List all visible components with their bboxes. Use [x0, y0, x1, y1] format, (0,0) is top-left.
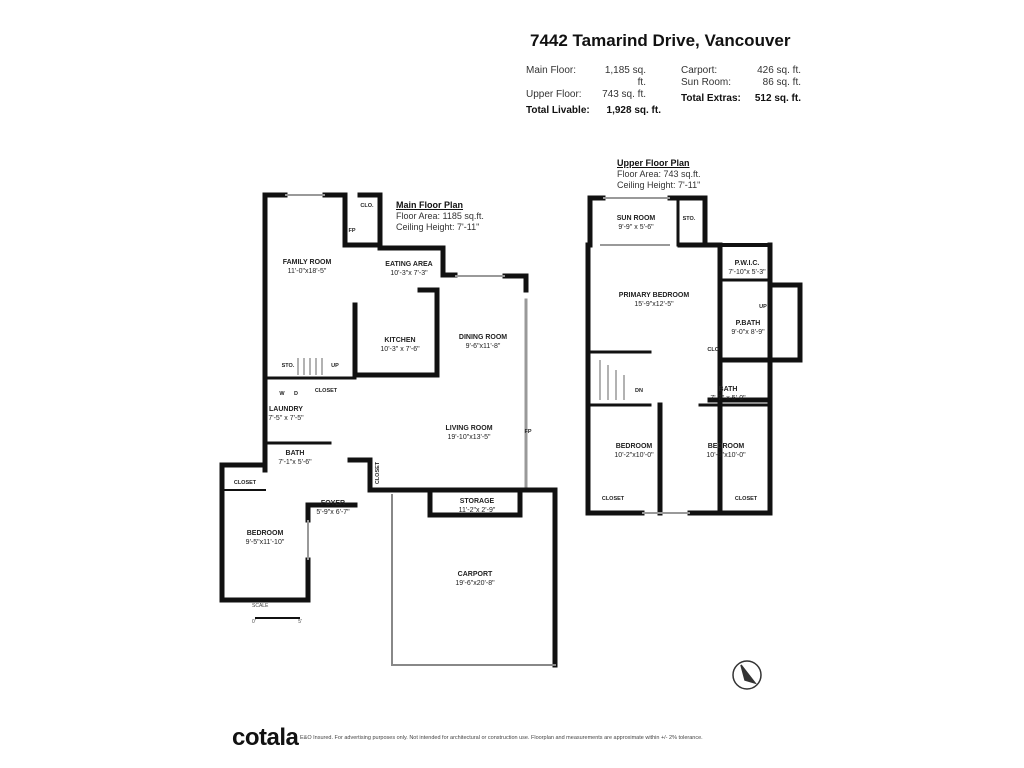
sun-room-label: Sun Room: [681, 77, 732, 88]
scale-max: 5' [298, 619, 302, 625]
main-floor-value: 1,185 sq. ft. [604, 65, 646, 88]
tag-upper-dn: DN [635, 388, 643, 394]
main-floor-heading: Main Floor Plan [396, 200, 464, 210]
total-extras-label: Total Extras: [681, 93, 741, 104]
upper-floor-heading-block: Upper Floor Plan Floor Area: 743 sq.ft. … [617, 158, 701, 191]
carport-label: Carport: [681, 65, 718, 76]
total-extras-value: 512 sq. ft. [754, 93, 801, 104]
scale-legend: SCALE 0' 5' [252, 603, 302, 625]
total-livable-value: 1,928 sq. ft. [606, 105, 661, 116]
tag-upper-up: UP [759, 304, 767, 310]
tag-upper-clo: CLO. [707, 347, 721, 353]
upper-floor-windows [600, 197, 690, 514]
main-floor-walls [219, 192, 558, 668]
tag-upper-closet-2: CLOSET [734, 496, 758, 502]
main-floor-heading-block: Main Floor Plan Floor Area: 1185 sq.ft. … [396, 200, 484, 233]
sun-room-value: 86 sq. ft. [762, 77, 801, 88]
extras-stats: Carport:426 sq. ft. Sun Room:86 sq. ft. … [681, 65, 801, 105]
scale-label: SCALE [252, 603, 269, 609]
tag-closet-foyer: CLOSET [375, 461, 382, 485]
main-floor-label: Main Floor: [526, 65, 577, 76]
tag-fireplace-living: FP [524, 429, 532, 435]
main-floor-ceiling: Ceiling Height: 7'-11" [396, 222, 480, 232]
tag-clo: CLO. [360, 203, 374, 209]
tag-dryer: D [294, 391, 298, 397]
upper-floor-ceiling: Ceiling Height: 7'-11" [617, 180, 701, 190]
stairs [297, 358, 625, 400]
upper-floor-heading: Upper Floor Plan [617, 158, 690, 168]
upper-floor-area: Floor Area: 743 sq.ft. [617, 169, 701, 179]
cotala-logo: cotala [232, 724, 299, 751]
compass-icon [732, 660, 762, 690]
room-pwic: P.W.I.C.7'-10"x 5'-3" [728, 260, 766, 276]
livable-stats: Main Floor: 1,185 sq. ft. Upper Floor: 743… [526, 65, 661, 117]
property-title: 7442 Tamarind Drive, Vancouver [530, 31, 791, 50]
tag-closet-laundry: CLOSET [314, 388, 338, 394]
tag-washer: W [279, 391, 285, 397]
upper-floor-value: 743 sq. ft. [602, 89, 646, 100]
upper-floor-walls [585, 195, 803, 516]
main-floor-area: Floor Area: 1185 sq.ft. [396, 211, 484, 221]
tag-closet-bedroom: CLOSET [233, 480, 257, 486]
tag-upper-sto: STO. [682, 216, 696, 222]
scale-min: 0' [252, 619, 256, 625]
disclaimer: E&O Insured. For advertising purposes on… [300, 735, 703, 741]
tag-upper-closet-1: CLOSET [601, 496, 625, 502]
total-livable-label: Total Livable: [526, 105, 590, 116]
tag-fireplace: FP [348, 228, 356, 234]
tag-up: UP [331, 363, 339, 369]
tag-sto: STO. [281, 363, 295, 369]
carport-value: 426 sq. ft. [757, 65, 801, 76]
main-floor-windows [285, 194, 505, 560]
upper-floor-label: Upper Floor: [526, 89, 582, 100]
